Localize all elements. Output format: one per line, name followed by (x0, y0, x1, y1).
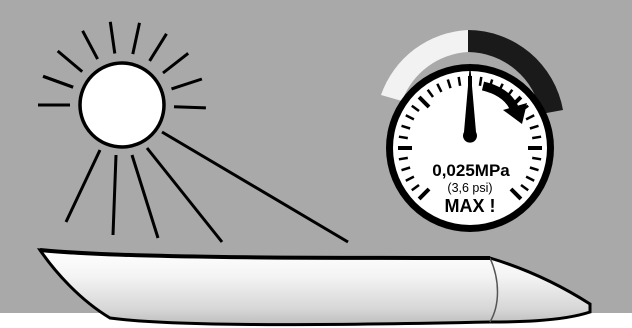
sun-disc (80, 63, 164, 147)
sun-ray (83, 31, 98, 59)
sun-ray (150, 34, 167, 61)
sun-ray (110, 22, 115, 54)
gauge-tick (532, 137, 541, 138)
gauge-pressure-mpa: 0,025MPa (432, 161, 510, 180)
gauge-tick (459, 77, 460, 86)
sun-icon (38, 22, 348, 242)
pressure-gauge-icon: 0,025MPa (3,6 psi) MAX ! (381, 30, 563, 232)
sun-ray (174, 107, 206, 108)
sun-ray (133, 23, 140, 54)
sun-ray (58, 51, 82, 72)
sun-ray (163, 53, 188, 73)
paddle-board-icon (40, 250, 590, 325)
gauge-tick (480, 77, 481, 86)
gauge-tick (399, 158, 408, 159)
gauge-pressure-psi: (3,6 psi) (447, 181, 492, 195)
gauge-tick (399, 137, 408, 138)
sun-ray (172, 79, 202, 89)
board-hull (40, 250, 590, 325)
gauge-max-warning: MAX ! (445, 196, 496, 216)
sun-beams (66, 132, 348, 242)
gauge-tick (532, 158, 541, 159)
sun-ray (43, 76, 73, 87)
